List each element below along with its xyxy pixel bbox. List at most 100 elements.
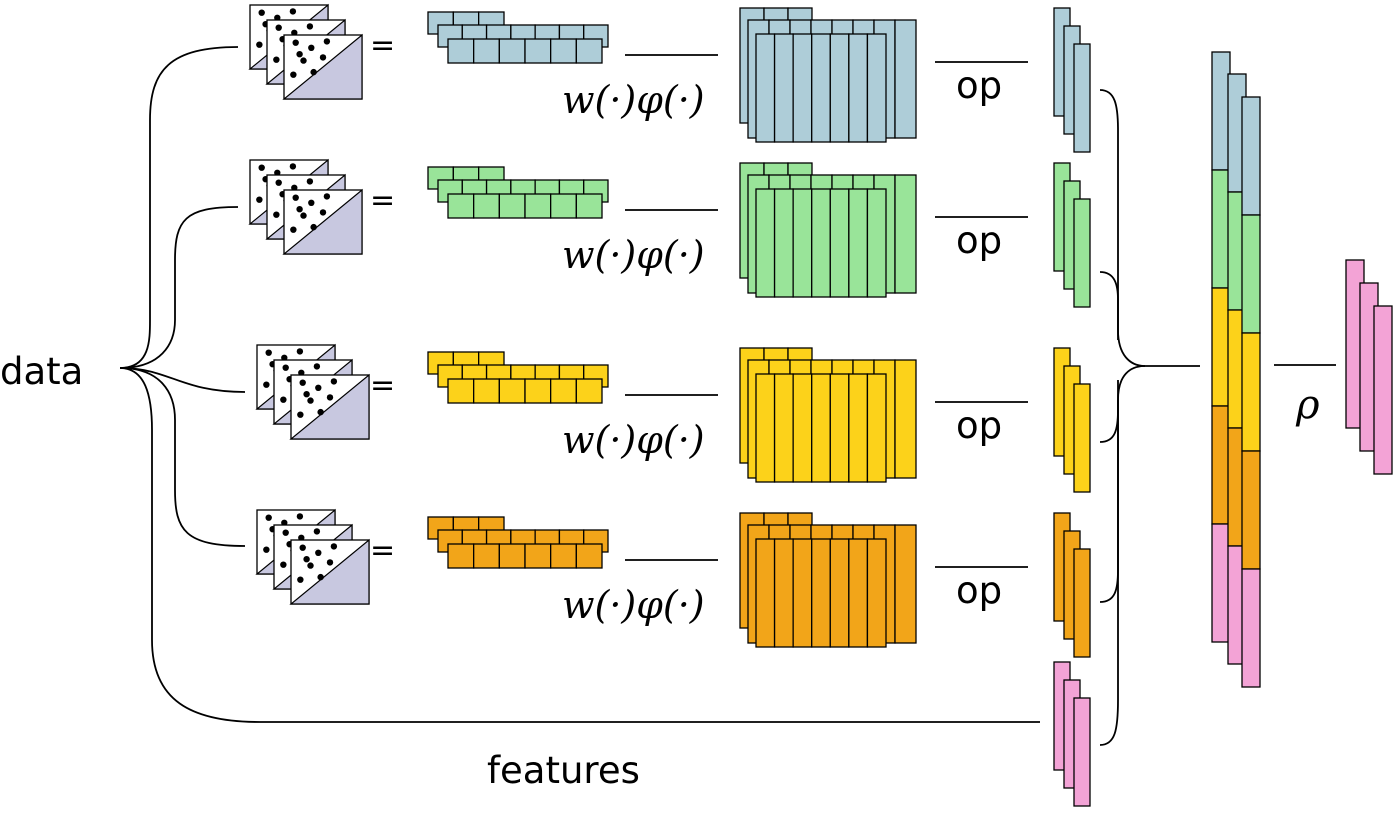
cell [894, 174, 917, 294]
merge-brace [1099, 89, 1200, 746]
data-tile-stack-icon [255, 343, 370, 440]
brace-curve [119, 367, 246, 393]
bar [1073, 697, 1091, 807]
concat-segment [1241, 96, 1261, 216]
data-point [273, 56, 280, 63]
transform-label: w(·)φ(·) [562, 78, 705, 122]
tile-shade [289, 538, 370, 605]
data-point [275, 179, 282, 186]
cell [447, 38, 475, 64]
transformed-block [739, 162, 917, 298]
cell [447, 378, 475, 404]
concat-segment [1241, 568, 1261, 688]
feature-strips [427, 516, 609, 569]
op-label: op [956, 219, 1002, 262]
data-point [307, 397, 314, 404]
data-point [299, 379, 306, 386]
cell [894, 19, 917, 139]
tile-shade [282, 188, 363, 255]
brace-curve [119, 367, 1040, 723]
transformed-block [739, 7, 917, 143]
op-label: op [956, 64, 1002, 107]
data-point [263, 381, 270, 388]
cell [829, 188, 850, 298]
cell [755, 188, 776, 298]
data-point [296, 51, 303, 58]
data-point [258, 9, 265, 16]
cell [811, 188, 831, 298]
data-point [308, 44, 315, 51]
data-point [326, 394, 334, 401]
cell [811, 538, 831, 648]
cell [524, 543, 552, 569]
cell [575, 193, 603, 219]
data-point [303, 556, 310, 563]
bar [1073, 383, 1091, 493]
data-tile-stack-icon [248, 3, 363, 100]
concat-segment [1211, 169, 1231, 289]
cell [866, 373, 887, 483]
cell [773, 33, 794, 143]
data-point [290, 226, 297, 233]
cell [524, 193, 552, 219]
data-point [265, 349, 272, 356]
data-point [282, 364, 289, 371]
data-point [308, 199, 315, 206]
data-point [330, 543, 338, 550]
data-tile-stack-icon [255, 508, 370, 605]
data-point [315, 549, 322, 556]
data-point [300, 57, 307, 64]
cell [575, 543, 603, 569]
cell [498, 543, 526, 569]
cell [894, 524, 917, 644]
concat-segment [1211, 51, 1231, 171]
data-point [313, 363, 321, 370]
data-point [330, 378, 338, 385]
data-point [317, 573, 324, 581]
bar [1073, 548, 1091, 658]
data-point [256, 41, 263, 48]
concat-segment [1211, 287, 1231, 407]
cell [498, 193, 526, 219]
data-point [258, 164, 265, 171]
cell [792, 33, 813, 143]
data-point [297, 576, 304, 583]
cell [811, 373, 831, 483]
data-point [292, 194, 299, 201]
transformed-block [739, 347, 917, 483]
concat-segment [1211, 405, 1231, 525]
cell [473, 378, 500, 404]
merge-curve [1099, 380, 1119, 443]
data-point [296, 206, 303, 213]
cell [473, 543, 500, 569]
transformed-block [739, 512, 917, 648]
brace-curve [119, 206, 239, 369]
pooled-bars [1053, 162, 1091, 308]
cell [829, 373, 850, 483]
cell [848, 188, 869, 298]
data-point [319, 54, 327, 61]
equals-sign: = [370, 368, 395, 403]
cell [773, 373, 794, 483]
output-bar [1373, 305, 1393, 475]
data-point [289, 8, 297, 15]
data-point [265, 514, 272, 521]
data-point [326, 559, 334, 566]
cell [473, 38, 500, 64]
data-brace [119, 46, 1040, 723]
pooled-bars [1053, 512, 1091, 658]
merge-curve [1099, 365, 1146, 746]
cell [829, 538, 850, 648]
data-point [310, 68, 317, 76]
data-point [292, 39, 299, 46]
data-point [307, 562, 314, 569]
cell [866, 538, 887, 648]
data-label: data [0, 350, 83, 393]
data-point [280, 396, 287, 403]
concatenated-column [1211, 51, 1261, 688]
data-point [323, 193, 331, 200]
cell [829, 33, 850, 143]
pooled-bars [1053, 347, 1091, 493]
data-point [296, 348, 304, 355]
